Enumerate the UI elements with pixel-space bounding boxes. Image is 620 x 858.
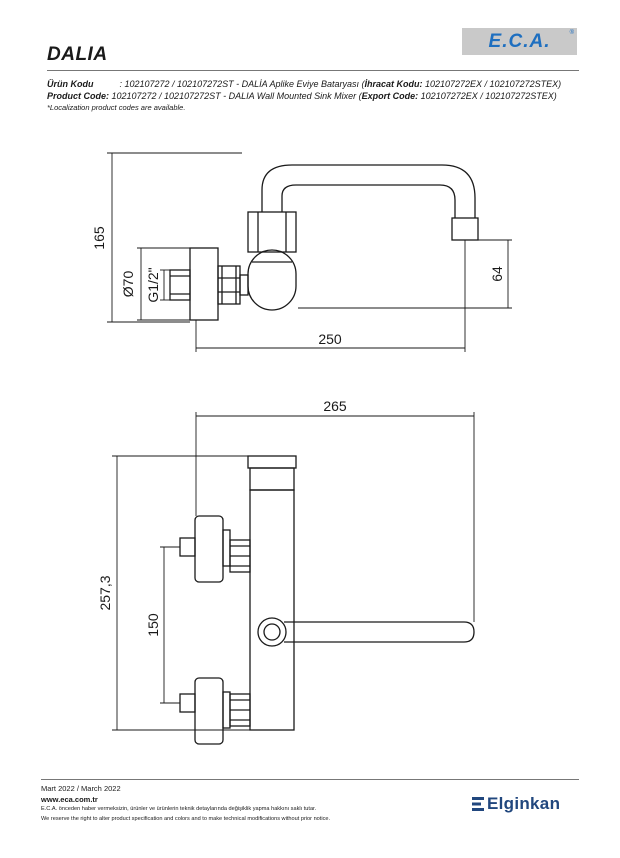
en-code-text: 102107272 / 102107272ST - DALIA Wall Mou… — [109, 91, 362, 101]
header-divider — [47, 70, 579, 71]
dimension-250: 250 — [318, 331, 342, 347]
front-view-outline — [179, 455, 475, 745]
dimension-265: 265 — [323, 398, 347, 414]
tr-code-label: Ürün Kodu — [47, 79, 94, 89]
english-product-code: Product Code: 102107272 / 102107272ST - … — [47, 91, 557, 101]
dimension-thread: G1/2" — [145, 267, 161, 302]
top-view-dimensions — [107, 152, 512, 352]
page-title: DALIA — [47, 44, 108, 65]
footer-divider — [41, 779, 579, 780]
eca-logo: E.C.A. ® — [462, 28, 577, 55]
dimension-165: 165 — [91, 226, 107, 250]
dimension-64: 64 — [489, 266, 505, 282]
brand-name: Elginkan — [487, 794, 561, 813]
en-export-label: Export Code: — [361, 91, 419, 101]
localization-note: *Localization product codes are availabl… — [47, 103, 186, 112]
logo-registered-mark: ® — [569, 30, 574, 36]
footer-date: Mart 2022 / March 2022 — [41, 784, 121, 793]
elginkan-logo: Elginkan — [472, 794, 560, 814]
top-view-outline — [169, 164, 479, 321]
dimension-257-3: 257,3 — [97, 575, 113, 610]
footer-disclaimer-en: We reserve the right to alter product sp… — [41, 816, 331, 822]
tr-export-text: 102107272EX / 102107272STEX) — [422, 79, 562, 89]
logo-text: E.C.A. — [488, 30, 551, 52]
dimension-diameter-70: Ø70 — [120, 271, 136, 298]
front-view-dimensions — [112, 412, 475, 731]
tr-code-text: : 102107272 / 102107272ST - DALİA Aplike… — [119, 79, 365, 89]
tr-export-label: İhracat Kodu: — [364, 79, 423, 89]
dimension-150: 150 — [145, 613, 161, 637]
footer-disclaimer-tr: E.C.A. önceden haber vermeksizin, ürünle… — [41, 806, 317, 812]
turkish-product-code: Ürün Kodu : 102107272 / 102107272ST - DAL… — [47, 79, 561, 89]
elginkan-mark-icon — [472, 797, 484, 811]
en-export-text: 102107272EX / 102107272STEX) — [418, 91, 557, 101]
footer-website[interactable]: www.eca.com.tr — [41, 795, 98, 804]
en-code-label: Product Code: — [47, 91, 109, 101]
